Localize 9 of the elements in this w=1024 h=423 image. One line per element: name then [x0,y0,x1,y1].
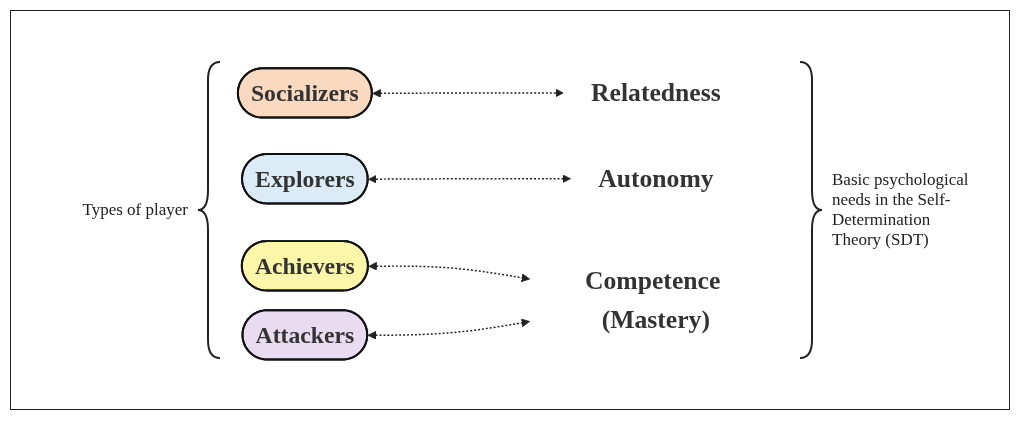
arrow [368,262,530,283]
node-text: Autonomy [598,164,714,194]
arrow [367,318,530,340]
arrow [372,88,564,98]
arrow [368,174,571,184]
group-label: Basic psychological needs in the Self-Determination Theory (SDT) [832,170,970,250]
group-label: Types of player [81,200,188,220]
node-text: Relatedness [591,78,721,108]
node-text: Competence (Mastery) [585,267,721,335]
